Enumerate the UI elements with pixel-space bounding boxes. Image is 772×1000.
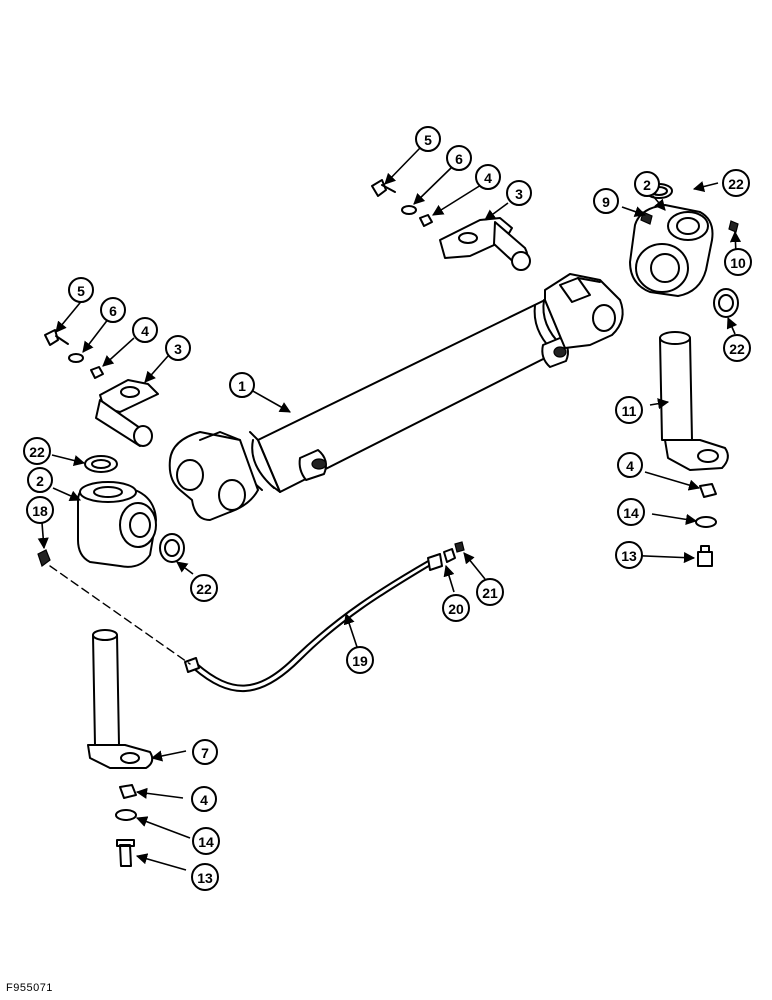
pivot-pin-top bbox=[371, 179, 531, 271]
callout-circle bbox=[617, 498, 645, 526]
callout-number: 2 bbox=[643, 177, 651, 193]
callout-number: 9 bbox=[602, 194, 610, 210]
callout-13: 13 bbox=[191, 863, 219, 891]
pivot-housing-left bbox=[37, 455, 185, 568]
callout-number: 22 bbox=[29, 444, 45, 460]
callout-number: 22 bbox=[196, 581, 212, 597]
callout-number: 3 bbox=[515, 186, 523, 202]
callout-circle bbox=[446, 145, 472, 171]
callout-22: 22 bbox=[23, 437, 51, 465]
grease-hose bbox=[49, 541, 465, 692]
callout-number: 6 bbox=[455, 151, 463, 167]
callout-number: 5 bbox=[77, 283, 85, 299]
callout-circle bbox=[27, 467, 53, 493]
callout-number: 6 bbox=[109, 303, 117, 319]
callout-number: 2 bbox=[36, 473, 44, 489]
callout-number: 22 bbox=[729, 341, 745, 357]
callout-2: 2 bbox=[634, 171, 660, 197]
figure-code: F955071 bbox=[6, 982, 53, 994]
callout-6: 6 bbox=[100, 297, 126, 323]
callout-7: 7 bbox=[192, 739, 218, 765]
callout-22: 22 bbox=[190, 574, 218, 602]
callout-circle bbox=[415, 126, 441, 152]
callout-circle bbox=[506, 180, 532, 206]
callout-number: 21 bbox=[482, 585, 498, 601]
callout-number: 4 bbox=[626, 458, 634, 474]
callout-circle bbox=[192, 827, 220, 855]
callout-circle bbox=[192, 739, 218, 765]
callout-number: 13 bbox=[621, 548, 637, 564]
callout-circle bbox=[100, 297, 126, 323]
callout-13: 13 bbox=[615, 541, 643, 569]
callout-number: 4 bbox=[484, 170, 492, 186]
callout-circle bbox=[346, 646, 374, 674]
callout-circle bbox=[229, 372, 255, 398]
callout-circle bbox=[165, 335, 191, 361]
callout-number: 14 bbox=[198, 834, 214, 850]
callout-9: 9 bbox=[593, 188, 619, 214]
callout-22: 22 bbox=[723, 334, 751, 362]
callout-circle bbox=[615, 541, 643, 569]
callout-circle bbox=[442, 594, 470, 622]
hydraulic-cylinder bbox=[168, 273, 624, 521]
callout-circle bbox=[68, 277, 94, 303]
callout-4: 4 bbox=[191, 786, 217, 812]
vertical-pin-right bbox=[659, 331, 729, 567]
callout-number: 18 bbox=[32, 503, 48, 519]
callout-19: 19 bbox=[346, 646, 374, 674]
callout-circle bbox=[617, 452, 643, 478]
callout-circle bbox=[190, 574, 218, 602]
callout-circle bbox=[475, 164, 501, 190]
callout-number: 1 bbox=[238, 378, 246, 394]
callout-20: 20 bbox=[442, 594, 470, 622]
pivot-housing-right bbox=[629, 183, 739, 318]
callout-21: 21 bbox=[476, 578, 504, 606]
callout-14: 14 bbox=[192, 827, 220, 855]
callout-number: 3 bbox=[174, 341, 182, 357]
callout-circle bbox=[722, 169, 750, 197]
callout-number: 7 bbox=[201, 745, 209, 761]
callout-1: 1 bbox=[229, 372, 255, 398]
callout-5: 5 bbox=[68, 277, 94, 303]
callout-4: 4 bbox=[475, 164, 501, 190]
pivot-pin-left bbox=[44, 329, 159, 447]
callout-circle bbox=[26, 496, 54, 524]
callout-number: 14 bbox=[623, 505, 639, 521]
callout-circle bbox=[724, 248, 752, 276]
callout-6: 6 bbox=[446, 145, 472, 171]
callout-number: 19 bbox=[352, 653, 368, 669]
callout-11: 11 bbox=[615, 396, 643, 424]
callout-number: 20 bbox=[448, 601, 464, 617]
callout-3: 3 bbox=[506, 180, 532, 206]
callout-number: 5 bbox=[424, 132, 432, 148]
callout-number: 4 bbox=[200, 792, 208, 808]
callout-circle bbox=[476, 578, 504, 606]
callout-22: 22 bbox=[722, 169, 750, 197]
callouts: 1223344445566791011131314141819202122222… bbox=[23, 126, 752, 891]
callout-circle bbox=[615, 396, 643, 424]
callout-number: 11 bbox=[622, 403, 637, 419]
callout-18: 18 bbox=[26, 496, 54, 524]
callout-circle bbox=[191, 786, 217, 812]
callout-10: 10 bbox=[724, 248, 752, 276]
callout-2: 2 bbox=[27, 467, 53, 493]
vertical-pin-left bbox=[87, 629, 154, 867]
callout-circle bbox=[723, 334, 751, 362]
callout-number: 4 bbox=[141, 323, 149, 339]
callout-number: 10 bbox=[730, 255, 746, 271]
callout-14: 14 bbox=[617, 498, 645, 526]
callout-3: 3 bbox=[165, 335, 191, 361]
callout-circle bbox=[634, 171, 660, 197]
callout-circle bbox=[132, 317, 158, 343]
callout-4: 4 bbox=[132, 317, 158, 343]
leader-lines bbox=[37, 147, 742, 871]
callout-circle bbox=[191, 863, 219, 891]
callout-number: 13 bbox=[197, 870, 213, 886]
callout-number: 22 bbox=[728, 176, 744, 192]
callout-circle bbox=[593, 188, 619, 214]
callout-5: 5 bbox=[415, 126, 441, 152]
callout-circle bbox=[23, 437, 51, 465]
callout-4: 4 bbox=[617, 452, 643, 478]
